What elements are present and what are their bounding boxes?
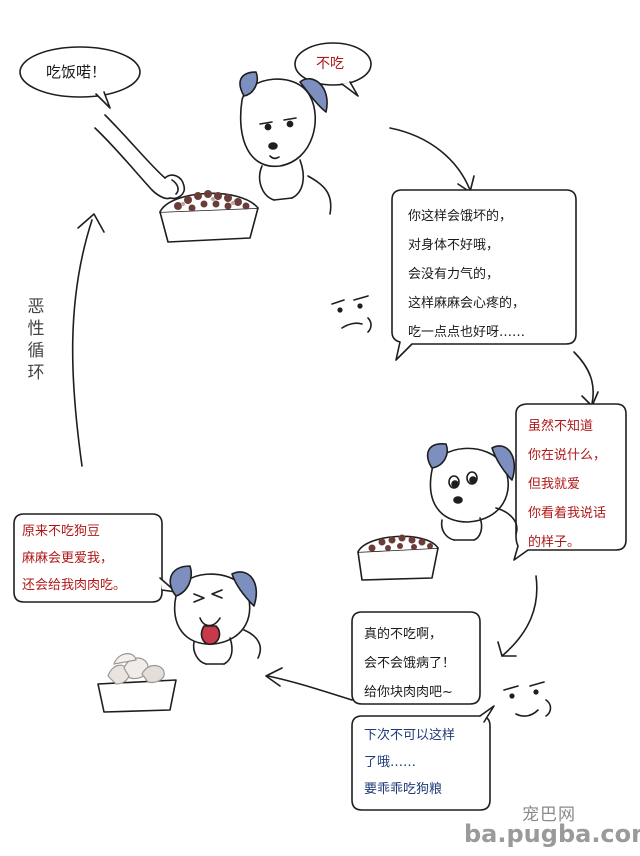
dog-thought-text: 虽然不知道 你在说什么， 但我就爱 你看着我说话 的样子。 <box>528 412 606 557</box>
owner-face-2 <box>503 681 552 717</box>
owner-plead-text: 你这样会饿坏的， 对身体不好哦， 会没有力气的， 这样麻麻会心疼的， 吃一点点也… <box>408 202 525 347</box>
learned-line: 还会给我肉肉吃。 <box>22 578 127 593</box>
dog-cute <box>426 443 518 541</box>
giveup-line: 真的不吃啊， <box>364 627 443 642</box>
owner-giveup-bubble <box>351 611 481 705</box>
plead-line: 会没有力气的， <box>408 267 500 282</box>
thought-line: 你看着我说话 <box>528 506 607 521</box>
cycle-arrow-5 <box>71 213 105 467</box>
plead-line: 吃一点点也好呀…… <box>408 325 526 340</box>
owner-giveup-text: 真的不吃啊， 会不会饿病了！ 给你块肉肉吧~ <box>364 620 455 707</box>
dog-refuse-text: 不吃 <box>316 56 344 72</box>
cycle-arrow-2 <box>573 351 599 407</box>
learned-line: 麻麻会更爱我， <box>22 551 114 566</box>
plead-line: 对身体不好哦， <box>408 238 500 253</box>
next-line: 要乖乖吃狗粮 <box>364 782 443 797</box>
thought-line: 虽然不知道 <box>528 419 594 434</box>
owner-hand <box>94 114 186 200</box>
watermark-site-name: 宠巴网 <box>522 805 576 825</box>
owner-next-text: 下次不可以这样 了哦…… 要乖乖吃狗粮 <box>364 722 455 803</box>
learned-line: 原来不吃狗豆 <box>22 524 101 539</box>
owner-plead-bubble <box>391 189 577 361</box>
dog-happy <box>169 565 262 665</box>
meat-bowl <box>97 653 177 713</box>
owner-next-bubble <box>351 705 495 811</box>
dog-thought-bubble <box>513 403 627 561</box>
plead-line: 你这样会饿坏的， <box>408 209 513 224</box>
dog-refusing <box>239 42 372 215</box>
next-line: 了哦…… <box>364 755 417 770</box>
thought-line: 但我就爱 <box>528 477 581 492</box>
cycle-arrow-3 <box>497 575 538 657</box>
food-bowl-full <box>159 190 259 243</box>
next-line: 下次不可以这样 <box>364 728 456 743</box>
owner-call-text: 吃饭喏！ <box>46 63 107 81</box>
vicious-cycle-label: 恶 性 循 环 <box>27 297 45 383</box>
giveup-line: 会不会饿病了！ <box>364 656 456 671</box>
owner-face-1 <box>331 295 372 333</box>
giveup-line: 给你块肉肉吧~ <box>364 685 453 700</box>
food-bowl-2 <box>357 534 439 581</box>
owner-call-bubble <box>19 46 141 109</box>
watermark-url: ba.pugba.com <box>464 820 640 848</box>
dog-learned-text: 原来不吃狗豆 麻麻会更爱我， 还会给我肉肉吃。 <box>22 518 126 599</box>
thought-line: 的样子。 <box>528 535 581 550</box>
thought-line: 你在说什么， <box>528 448 607 463</box>
plead-line: 这样麻麻会心疼的， <box>408 296 526 311</box>
cycle-arrow-4 <box>265 667 353 701</box>
cycle-arrow-1 <box>389 127 475 193</box>
